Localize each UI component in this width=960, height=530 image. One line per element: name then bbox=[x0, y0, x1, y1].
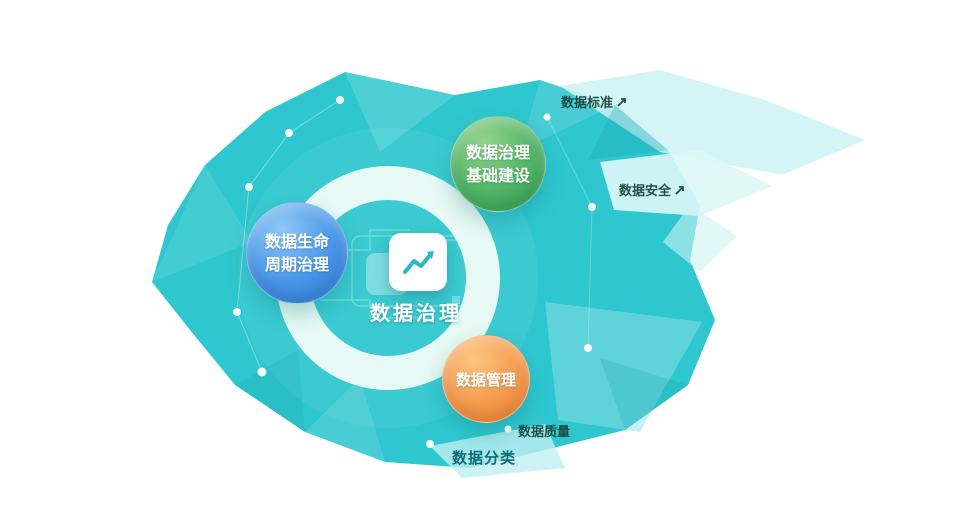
node-lifecycle-line1: 数据生命 bbox=[264, 232, 329, 251]
satellite-label-top-right-1: 数据标准 bbox=[561, 92, 628, 111]
facet-pale-bottom bbox=[430, 424, 565, 478]
node-infrastructure-line2: 基础建设 bbox=[465, 166, 530, 185]
satellite-label-top-right-2-text: 数据安全 bbox=[619, 184, 672, 199]
line-chart-icon bbox=[403, 251, 434, 274]
facet-dark-1 bbox=[588, 105, 668, 160]
node-lifecycle: 数据生命 周期治理 bbox=[246, 202, 348, 304]
facet-pale-top-right-far bbox=[560, 70, 865, 175]
facet-pale-top-right-near bbox=[600, 150, 772, 216]
facet-light-2 bbox=[520, 80, 615, 150]
node-management: 数据管理 bbox=[442, 335, 530, 423]
facet-light-1 bbox=[345, 72, 455, 152]
vertex-dots bbox=[233, 96, 596, 448]
node-infrastructure-line1: 数据治理 bbox=[465, 143, 530, 162]
up-right-arrow-icon bbox=[616, 96, 628, 108]
center-icon-card bbox=[389, 233, 447, 291]
satellite-label-bottom-left-text: 数据分类 bbox=[452, 449, 517, 467]
up-right-arrow-icon bbox=[674, 184, 686, 196]
satellite-label-top-right-1-text: 数据标准 bbox=[561, 96, 614, 111]
facet-dark-3 bbox=[600, 358, 688, 430]
facet-light-3 bbox=[152, 165, 252, 282]
facet-light-4 bbox=[305, 378, 385, 462]
facet-pale-mid-right bbox=[663, 205, 737, 272]
satellite-label-top-right-2: 数据安全 bbox=[619, 180, 686, 199]
node-lifecycle-line2: 周期治理 bbox=[264, 255, 329, 274]
satellite-label-bottom-left: 数据分类 bbox=[452, 447, 516, 468]
node-management-line1: 数据管理 bbox=[455, 370, 516, 389]
facet-dark-2 bbox=[235, 350, 305, 432]
facet-pale-bottom-right bbox=[545, 302, 702, 432]
satellite-label-bottom-mid: 数据质量 bbox=[518, 421, 570, 440]
node-infrastructure: 数据治理 基础建设 bbox=[450, 116, 546, 212]
satellite-label-bottom-mid-text: 数据质量 bbox=[518, 425, 571, 440]
center-title: 数据治理 bbox=[370, 301, 462, 325]
